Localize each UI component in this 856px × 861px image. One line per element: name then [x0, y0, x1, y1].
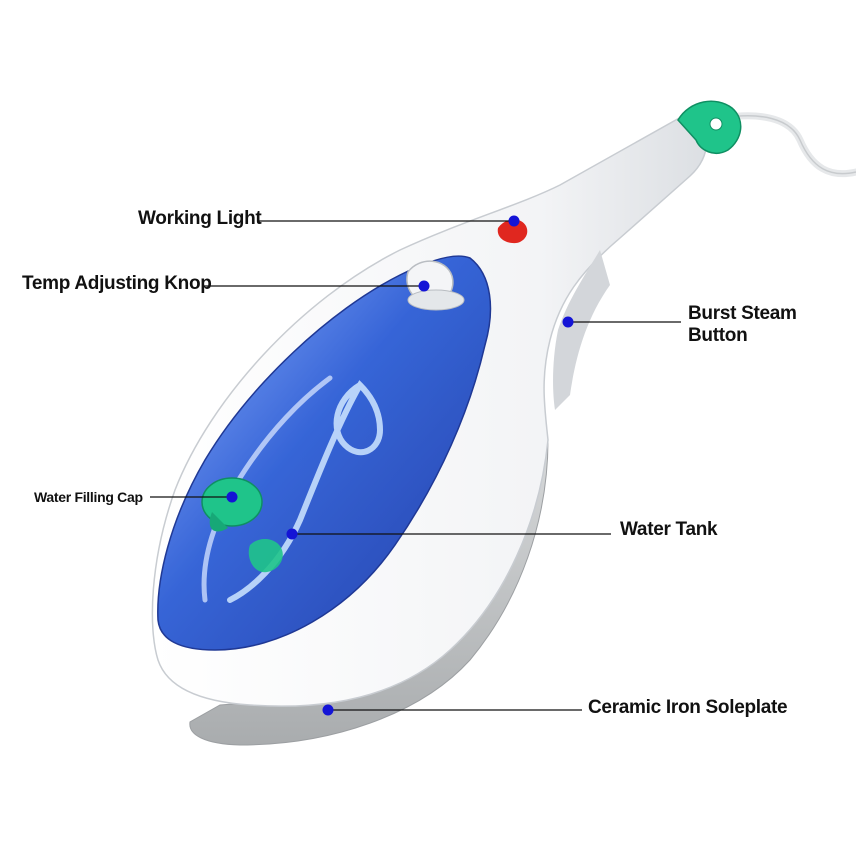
- marker-water-tank: [286, 528, 298, 540]
- label-ceramic-iron-soleplate: Ceramic Iron Soleplate: [588, 697, 788, 718]
- marker-soleplate: [322, 704, 334, 716]
- power-cord-shadow: [721, 115, 856, 175]
- water-filling-cap-tab: [209, 512, 228, 532]
- temp-knob-base: [407, 289, 465, 311]
- working-light-shape: [497, 219, 528, 244]
- marker-working-light: [508, 215, 520, 227]
- tank-highlight: [201, 375, 333, 603]
- marker-temp-knop: [418, 280, 430, 292]
- hook-hole: [709, 117, 723, 131]
- power-cord: [718, 112, 856, 178]
- label-temp-adjusting-knop: Temp Adjusting Knop: [22, 273, 212, 294]
- label-burst-steam-button: Burst Steam Button: [688, 303, 797, 347]
- label-water-filling-cap: Water Filling Cap: [34, 489, 143, 505]
- water-tank-shape: [157, 255, 492, 651]
- green-valve: [248, 538, 283, 573]
- marker-water-cap: [226, 491, 238, 503]
- label-burst-steam-line1: Burst Steam: [688, 303, 797, 324]
- label-working-light: Working Light: [138, 208, 262, 229]
- marker-burst-steam: [562, 316, 574, 328]
- label-water-tank: Water Tank: [620, 519, 718, 540]
- hanging-hook: [677, 100, 742, 154]
- handle-grip: [553, 250, 610, 410]
- label-burst-steam-line2: Button: [688, 325, 748, 346]
- internal-tube: [227, 380, 384, 603]
